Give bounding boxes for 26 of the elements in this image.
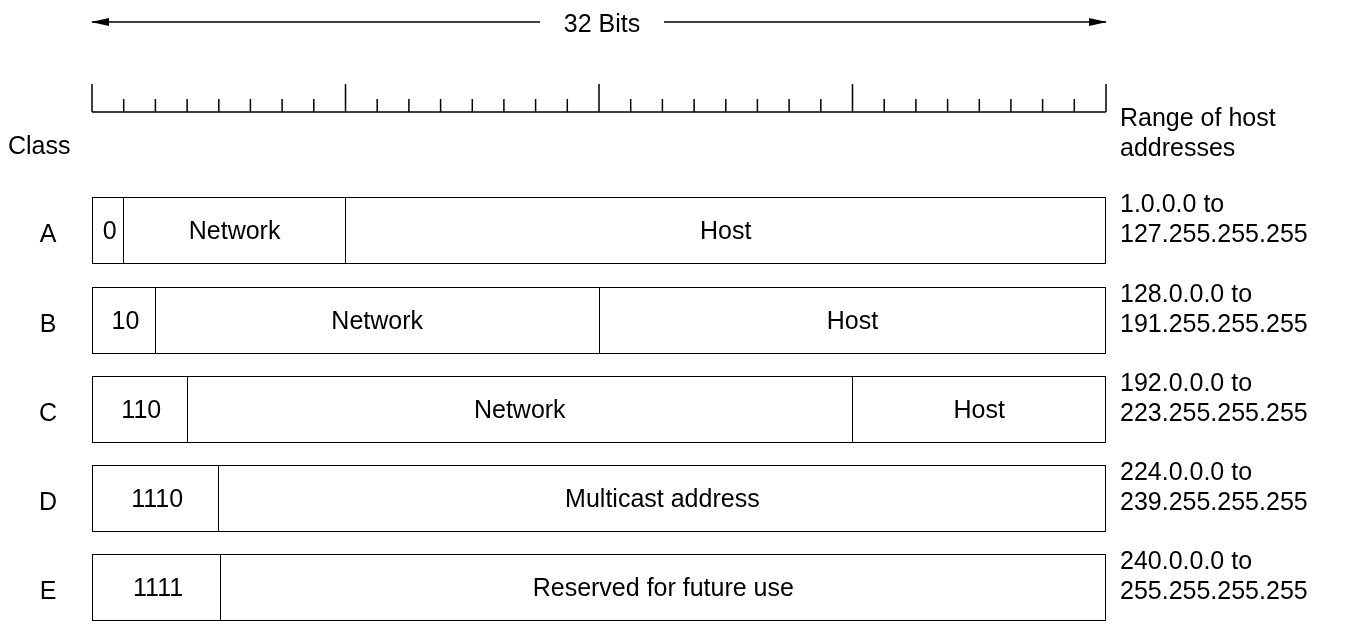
address-range: 128.0.0.0 to 191.255.255.255 <box>1120 278 1309 338</box>
bit-field: Reserved for future use <box>220 555 1106 620</box>
address-format-bar <box>92 287 1106 354</box>
bit-field: Network <box>123 198 345 263</box>
bit-field: Network <box>186 377 852 442</box>
class-letter: D <box>37 486 59 516</box>
class-letter: A <box>38 218 58 248</box>
column-heading: Range of host addresses <box>1120 102 1277 162</box>
bit-field: Multicast address <box>218 466 1106 531</box>
address-format-bar <box>92 465 1106 532</box>
column-heading: Class <box>8 130 72 160</box>
address-range: 224.0.0.0 to 239.255.255.255 <box>1120 456 1309 516</box>
bit-field: Network <box>154 288 599 353</box>
address-range: 192.0.0.0 to 223.255.255.255 <box>1120 367 1309 427</box>
bit-field: Host <box>852 377 1106 442</box>
address-format-bar <box>92 554 1106 621</box>
class-letter: C <box>37 397 59 427</box>
address-range: 1.0.0.0 to 127.255.255.255 <box>1120 188 1309 248</box>
bit-field: Host <box>345 198 1106 263</box>
address-format-bar <box>92 376 1106 443</box>
address-range: 240.0.0.0 to 255.255.255.255 <box>1120 545 1309 605</box>
bit-field: Host <box>598 288 1106 353</box>
class-letter: B <box>38 308 58 338</box>
address-format-bar <box>92 197 1106 264</box>
class-letter: E <box>38 575 58 605</box>
dimension-label: 32 Bits <box>562 8 642 38</box>
